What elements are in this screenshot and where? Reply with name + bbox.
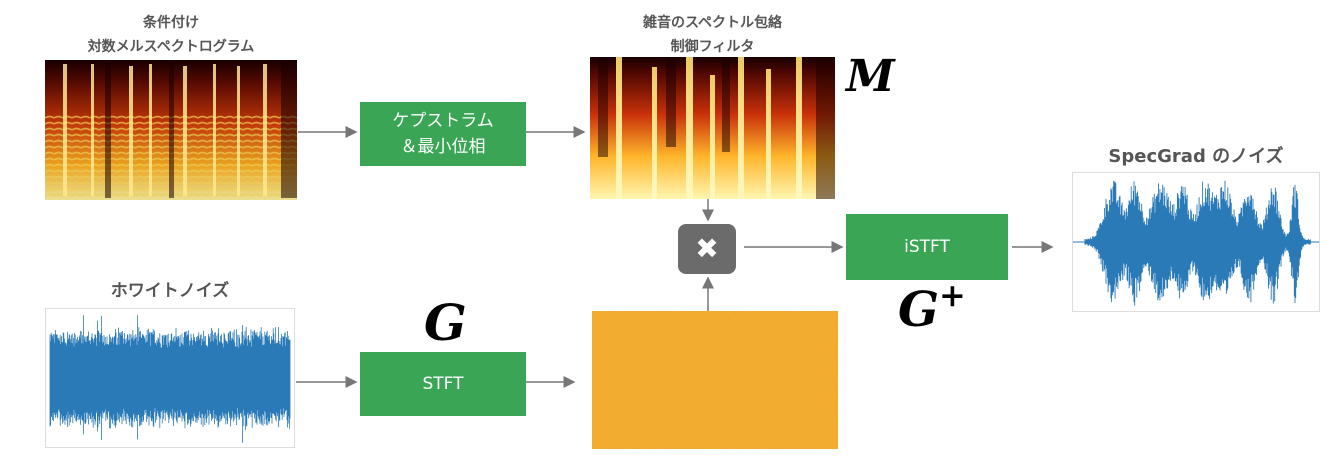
envelope-label-line2: 制御フィルタ <box>670 39 755 55</box>
noise-spectrogram-image <box>592 311 838 449</box>
istft-box: iSTFT <box>846 214 1008 280</box>
stft-box-label: STFT <box>422 374 464 394</box>
math-symbol-G-plus: G+ <box>898 276 966 341</box>
g-plus-base: G <box>898 282 939 338</box>
g-plus-superscript: + <box>939 276 966 314</box>
white-noise-trace <box>49 315 291 443</box>
mel-spectrogram-image <box>45 60 297 200</box>
specgrad-noise-label: SpecGrad のノイズ <box>1108 146 1284 167</box>
specgrad-noise-trace <box>1073 180 1319 306</box>
math-symbol-G: G <box>424 293 467 352</box>
white-noise-label: ホワイトノイズ <box>110 281 230 301</box>
stft-box: STFT <box>360 352 526 416</box>
multiply-operator: ✖ <box>678 224 736 274</box>
cepstrum-min-phase-box: ケプストラム ＆最小位相 <box>360 102 526 166</box>
cepstrum-box-line2: ＆最小位相 <box>400 137 486 157</box>
conditioning-label-line2: 対数メルスペクトログラム <box>87 39 255 55</box>
conditioning-label-line1: 条件付け <box>143 15 199 31</box>
spectral-envelope-filter-image <box>590 57 835 199</box>
specgrad-noise-waveform <box>1072 172 1320 312</box>
istft-box-label: iSTFT <box>904 237 950 257</box>
multiply-icon: ✖ <box>695 232 719 265</box>
math-symbol-M: M <box>846 51 895 102</box>
cepstrum-box-line1: ケプストラム <box>392 111 494 131</box>
white-noise-waveform <box>45 308 295 448</box>
envelope-label-line1: 雑音のスペクトル包絡 <box>642 15 783 31</box>
